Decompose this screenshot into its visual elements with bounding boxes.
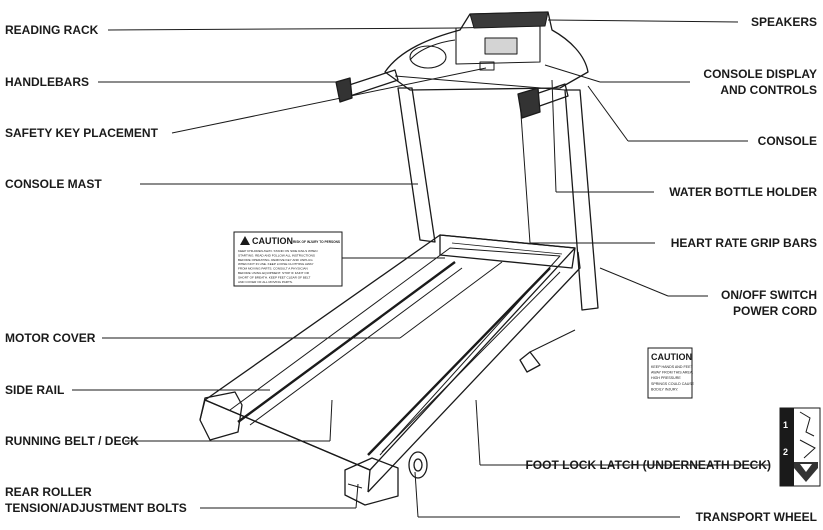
leader-lines (72, 19, 770, 518)
label-console-display: CONSOLE DISPLAY (703, 67, 817, 81)
transport-wheel-shape (408, 451, 428, 479)
label-handlebars: HANDLEBARS (5, 75, 89, 89)
label-transport-wheel: TRANSPORT WHEEL (695, 510, 817, 524)
handlebars-shape (335, 69, 569, 119)
label-foot-lock-latch: FOOT LOCK LATCH (UNDERNEATH DECK) (525, 458, 771, 472)
label-console: CONSOLE (757, 134, 817, 148)
caution-large-subtitle: RISK OF INJURY TO PERSONS (293, 240, 340, 244)
caution-large-line: FROM MOVING PARTS. CONSULT A PHYSICIAN (238, 267, 308, 271)
label-side-rail: SIDE RAIL (5, 383, 65, 397)
label-water-bottle-holder: WATER BOTTLE HOLDER (669, 185, 817, 199)
caution-small-line: KEEP HANDS AND FEET (651, 365, 693, 369)
caution-large-line: SHORT OF BREATH. KEEP FEET CLEAR OF BELT (238, 275, 310, 279)
caution-large-line: STARTING. READ AND FOLLOW ALL INSTRUCTIO… (238, 253, 315, 257)
console-shape (384, 11, 589, 91)
label-heart-rate-grip-bars: HEART RATE GRIP BARS (670, 236, 817, 250)
label-safety-key-placement: SAFETY KEY PLACEMENT (5, 126, 158, 140)
label-power-cord: POWER CORD (733, 304, 817, 318)
treadmill-deck (199, 234, 581, 493)
caution-large-line: BEFORE USING EQUIPMENT. STOP IF FAINT OR (238, 271, 310, 275)
fold-instruction-icon: 1 2 (779, 407, 821, 487)
label-onoff-switch: ON/OFF SWITCH (721, 288, 817, 302)
caution-small-line: SPRINGS COULD CAUSE (651, 382, 695, 386)
label-speakers: SPEAKERS (750, 15, 817, 29)
label-rear-roller: REAR ROLLER (5, 485, 92, 499)
label-running-belt-deck: RUNNING BELT / DECK (5, 434, 139, 448)
console-masts (397, 87, 599, 311)
label-tension-adjustment-bolts: TENSION/ADJUSTMENT BOLTS (5, 501, 187, 515)
caution-label-small: CAUTION KEEP HANDS AND FEET AWAY FROM THI… (647, 347, 695, 399)
caution-large-line: KEEP CHILDREN AWAY. STAND ON SIDE RAILS … (238, 249, 317, 253)
label-and-controls: AND CONTROLS (720, 83, 817, 97)
caution-small-line: HIGH PRESSURE (651, 376, 681, 380)
label-motor-cover: MOTOR COVER (5, 331, 96, 345)
step-1-label: 1 (783, 420, 788, 430)
motor-cover-shape (439, 234, 576, 269)
caution-large-line: AND COVER OF ALL MOVING PARTS. (238, 280, 293, 284)
caution-small-title: CAUTION (651, 352, 692, 362)
caution-small-line: BODILY INJURY. (651, 387, 678, 391)
step-2-label: 2 (783, 447, 788, 457)
caution-large-title: CAUTION (252, 236, 293, 246)
caution-label-large: CAUTION RISK OF INJURY TO PERSONS KEEP C… (233, 231, 343, 287)
caution-small-line: AWAY FROM THIS AREA. (651, 371, 693, 375)
caution-large-line: BEFORE OPERATING. REMOVE KEY AND UNPLUG (238, 258, 313, 262)
foot-lock-shape (519, 351, 541, 373)
label-console-mast: CONSOLE MAST (5, 177, 102, 191)
rear-end-caps (199, 391, 399, 506)
label-reading-rack: READING RACK (5, 23, 99, 37)
caution-large-line: WHEN NOT IN USE. KEEP LOOSE CLOTHING AWA… (238, 262, 314, 266)
